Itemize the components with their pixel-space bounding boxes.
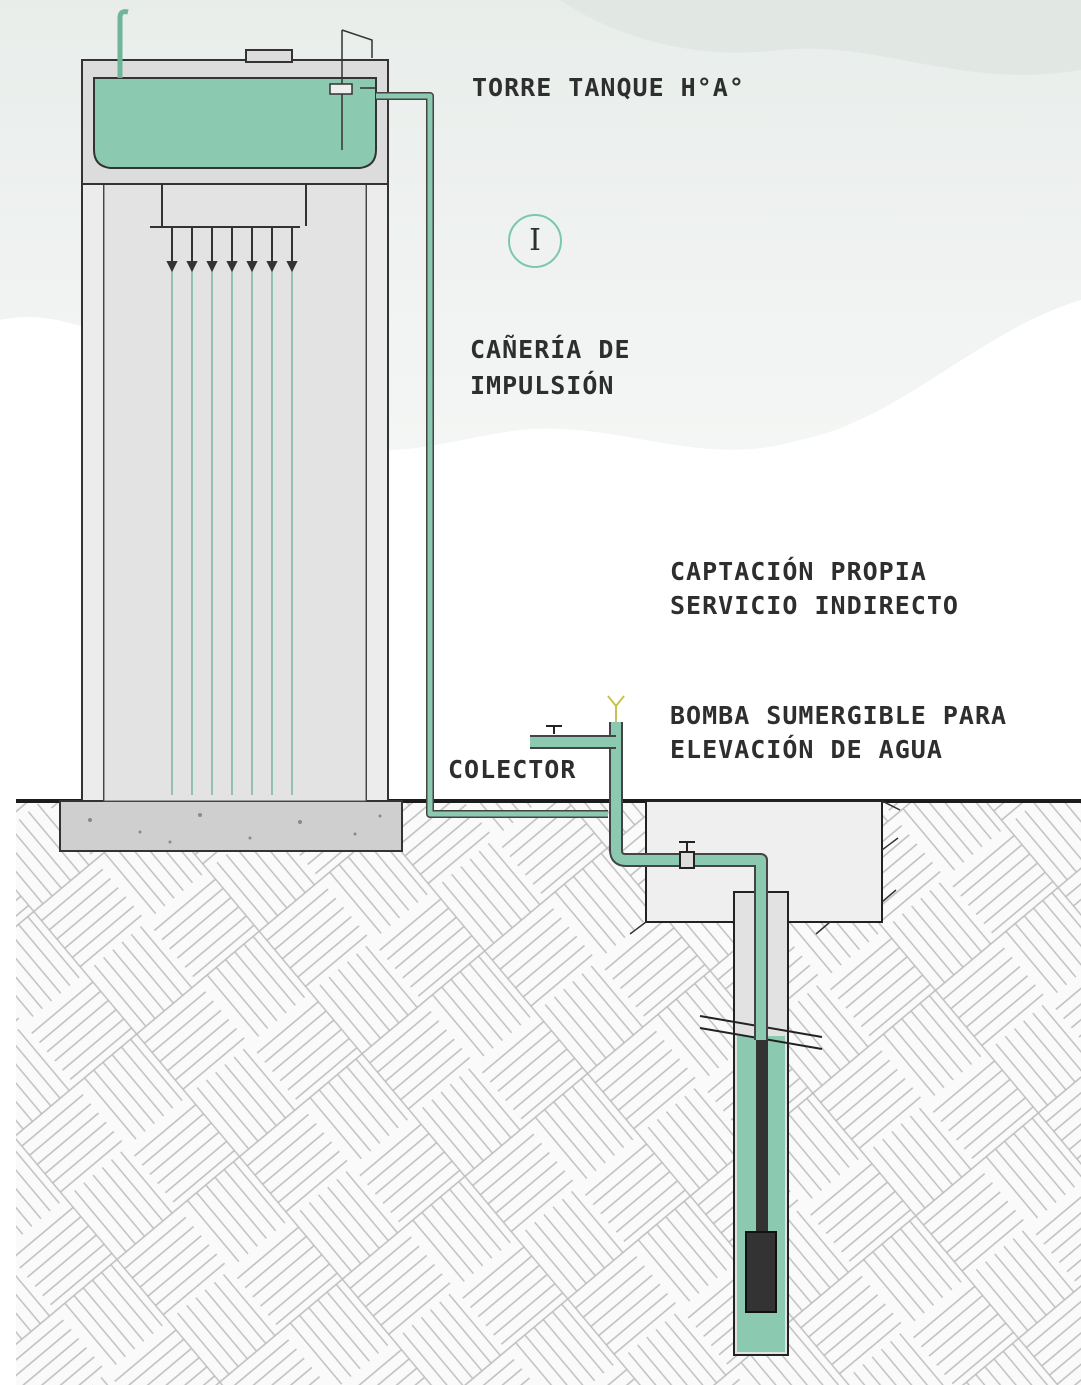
pit-edges: [629, 800, 901, 935]
float-valve: [329, 29, 376, 150]
label-captacion-line-2: SERVICIO INDIRECTO: [670, 591, 959, 620]
label-captacion-line-1: CAPTACIÓN PROPIA: [670, 557, 927, 586]
label-pump-line-1: BOMBA SUMERGIBLE PARA: [670, 701, 1008, 730]
tower-column-right: [365, 179, 389, 802]
tower-column-left: [81, 179, 105, 802]
section-marker: I: [508, 214, 562, 268]
collector-valve: [546, 725, 562, 734]
tank-lid-hatch: [245, 49, 293, 63]
drip-lines: [171, 268, 293, 795]
pit-valve: [679, 841, 695, 869]
label-collector: COLECTOR: [448, 755, 577, 784]
label-impulsion-line-1: CAÑERÍA DE: [470, 335, 631, 364]
tank-water: [93, 77, 377, 169]
drop-pipe: [756, 1040, 768, 1240]
vent-pipe: [117, 9, 129, 78]
sky-wash-detail: [560, 0, 1081, 75]
label-pump-line-2: ELEVACIÓN DE AGUA: [670, 735, 943, 764]
label-impulsion-line-2: IMPULSIÓN: [470, 371, 615, 400]
label-tower-tank: TORRE TANQUE H°A°: [472, 73, 745, 102]
air-vent-icon: [607, 695, 625, 722]
tank-foundation: [59, 800, 403, 852]
ground-soil: [16, 801, 1081, 1385]
submersible-pump: [745, 1231, 777, 1313]
foundation-aggregate: [88, 813, 382, 844]
tower-inner-wall: [103, 183, 367, 802]
